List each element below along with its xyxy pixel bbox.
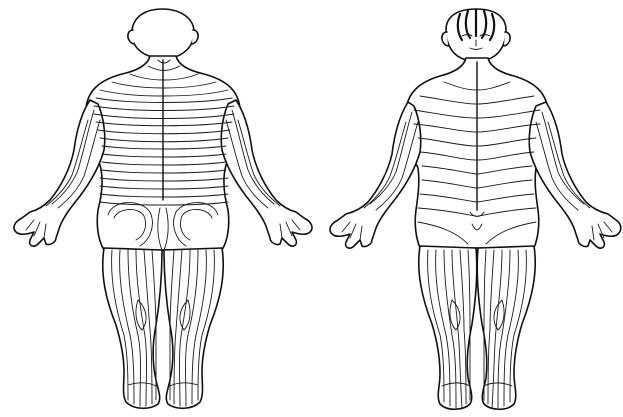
back-left-ear xyxy=(128,30,134,44)
posterior-body-figure xyxy=(14,9,312,408)
back-left-arm xyxy=(14,100,105,246)
front-left-arm xyxy=(330,102,421,248)
back-right-ear xyxy=(192,30,198,44)
back-right-arm xyxy=(221,100,312,246)
front-right-ear xyxy=(504,32,510,46)
back-head xyxy=(132,9,194,58)
front-left-ear xyxy=(442,32,448,46)
anterior-body-figure xyxy=(330,9,621,409)
